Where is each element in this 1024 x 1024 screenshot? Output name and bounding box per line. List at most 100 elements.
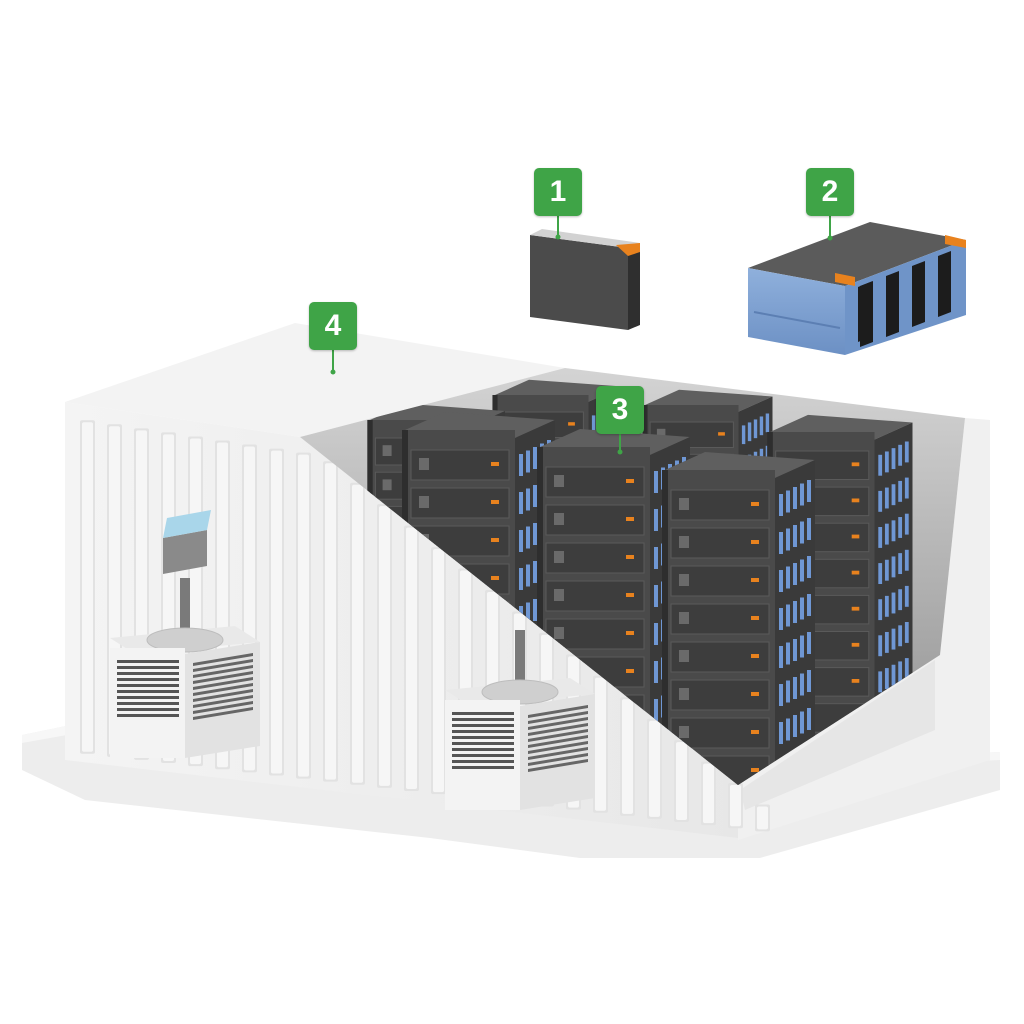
hvac-grille [452, 736, 514, 739]
side-vent [800, 559, 804, 582]
shelf-indicator [751, 654, 759, 658]
shelf-handle [679, 688, 689, 700]
side-vent [884, 523, 889, 545]
side-vent [779, 646, 783, 668]
hvac-side [185, 642, 260, 758]
hvac-grille [193, 695, 253, 708]
side-vent [654, 699, 658, 721]
side-vent [786, 718, 790, 741]
side-vent [519, 530, 523, 552]
side-vent [807, 518, 811, 540]
container-rib-face [325, 463, 336, 780]
side-vent [654, 623, 658, 645]
side-vent [654, 509, 658, 531]
side-vent [793, 563, 797, 585]
hvac-grille [452, 724, 514, 727]
hvac-grille [117, 690, 179, 693]
shelf-indicator [626, 669, 634, 673]
side-vent [904, 441, 909, 463]
side-vent [898, 553, 903, 575]
battery-module-icon [748, 222, 966, 355]
hvac-pipe [515, 630, 525, 694]
side-vent [898, 625, 903, 647]
side-vent [519, 492, 523, 514]
side-vent [533, 447, 537, 469]
hvac-grille [193, 665, 253, 678]
side-vent [779, 532, 783, 554]
side-vent [884, 668, 889, 689]
shelf-handle [419, 496, 429, 508]
shelf-indicator [851, 462, 860, 467]
side-vent [526, 526, 530, 549]
hvac-grille [117, 666, 179, 669]
hvac-grille [452, 730, 514, 733]
shelf-indicator [751, 540, 759, 544]
side-vent [878, 671, 883, 693]
side-vent [786, 642, 790, 665]
hvac-grille [193, 701, 253, 714]
side-vent [800, 483, 804, 506]
rack-post [537, 447, 543, 785]
hvac-grille [452, 760, 514, 763]
side-vent [793, 715, 797, 737]
side-vent [807, 480, 811, 502]
container-rib-face [757, 806, 768, 830]
container-rib-face [649, 720, 660, 817]
side-vent [904, 585, 909, 607]
side-vent [898, 661, 903, 683]
shelf-handle [554, 475, 564, 487]
shelf-indicator [491, 462, 499, 466]
side-vent [898, 480, 903, 502]
side-vent [878, 635, 883, 657]
side-vent [793, 525, 797, 547]
side-vent [753, 419, 758, 439]
side-vent [793, 639, 797, 661]
shelf-indicator [718, 432, 725, 436]
hvac-grille [117, 660, 179, 663]
hvac-grille [193, 671, 253, 684]
side-vent [878, 454, 883, 476]
side-vent [779, 722, 783, 744]
container-rib-face [271, 450, 282, 774]
side-vent [878, 599, 883, 621]
side-vent [800, 635, 804, 658]
shelf-indicator [851, 570, 860, 575]
side-vent [884, 595, 889, 617]
side-vent [759, 416, 764, 436]
side-vent [807, 670, 811, 692]
hvac-grille [117, 702, 179, 705]
hvac-grille [452, 748, 514, 751]
side-vent [891, 484, 896, 506]
side-vent [779, 570, 783, 592]
side-vent [786, 528, 790, 551]
callout-4: 4 [309, 302, 357, 350]
side-vent [793, 487, 797, 509]
rack-side [874, 422, 913, 746]
container-rib-face [595, 677, 606, 811]
side-vent [891, 628, 896, 650]
hvac-grille [117, 696, 179, 699]
hvac-grille [528, 753, 588, 766]
hvac-grille [452, 766, 514, 769]
shelf-indicator [626, 517, 634, 521]
hvac-grille [528, 717, 588, 730]
side-vent [898, 589, 903, 611]
shelf-handle [679, 498, 689, 510]
shelf-indicator [626, 479, 634, 483]
callout-2: 2 [806, 168, 854, 216]
shelf-handle [382, 445, 392, 456]
shelf-handle [554, 513, 564, 525]
side-vent [878, 527, 883, 548]
side-vent [519, 568, 523, 590]
side-vent [800, 597, 804, 620]
hvac-grille [117, 684, 179, 687]
shelf-indicator [851, 679, 860, 683]
side-vent [884, 631, 889, 653]
side-vent [786, 604, 790, 627]
hvac-unit-icon [110, 510, 260, 758]
hvac-grille [528, 747, 588, 760]
shelf-indicator [751, 502, 759, 506]
side-vent [800, 521, 804, 544]
hvac-grille [528, 741, 588, 754]
